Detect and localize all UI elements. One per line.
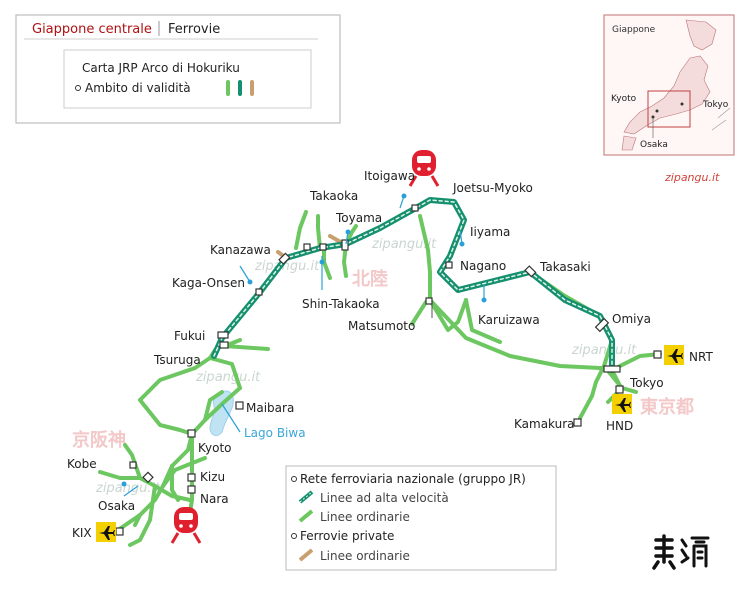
station-label-takasaki[interactable]: Takasaki bbox=[539, 260, 591, 274]
station-label-fukui[interactable]: Fukui bbox=[174, 329, 205, 343]
inset-label-osaka: Osaka bbox=[640, 140, 668, 150]
airport-icon bbox=[664, 345, 684, 365]
header-region-title: Giappone centrale bbox=[32, 22, 152, 37]
station-marker-kix[interactable] bbox=[115, 527, 124, 536]
watermark-site: zipangu.it bbox=[371, 237, 437, 252]
header-category: Ferrovie bbox=[168, 22, 220, 37]
station-label-kanazawa[interactable]: Kanazawa bbox=[210, 243, 271, 257]
station-label-lago-biwa: Lago Biwa bbox=[244, 426, 306, 440]
station-label-nrt[interactable]: NRT bbox=[689, 350, 713, 364]
station-marker-maibara[interactable] bbox=[235, 401, 244, 410]
region-tokyo: 東京都 bbox=[640, 396, 694, 418]
station-marker-kanazawa[interactable] bbox=[278, 252, 291, 265]
station-label-kyoto[interactable]: Kyoto bbox=[198, 441, 232, 455]
station-label-takaoka[interactable]: Takaoka bbox=[309, 189, 358, 203]
airport-icon bbox=[96, 522, 116, 542]
station-marker-kobe[interactable] bbox=[129, 461, 137, 469]
legend-private: Ferrovie private bbox=[300, 529, 394, 543]
station-marker-takasaki[interactable] bbox=[524, 265, 537, 278]
station-label-matsumoto[interactable]: Matsumoto bbox=[348, 319, 415, 333]
station-marker-osaka[interactable] bbox=[142, 471, 154, 484]
shinkansen-lines bbox=[211, 197, 615, 373]
pass-title: Carta JRP Arco di Hokuriku bbox=[82, 61, 240, 75]
station-marker-toyama[interactable] bbox=[341, 239, 349, 251]
station-marker-fukui[interactable] bbox=[217, 331, 229, 339]
station-labels: Itoigawa Joetsu-Myoko Takaoka Toyama Iiy… bbox=[67, 169, 713, 540]
station-markers bbox=[115, 204, 662, 536]
station-marker-omiya[interactable] bbox=[594, 317, 610, 333]
train-icon bbox=[408, 150, 440, 187]
ordinary-lines bbox=[98, 210, 662, 547]
region-keihanshin: 京阪神 bbox=[72, 429, 126, 451]
station-marker-hnd[interactable] bbox=[615, 385, 624, 394]
station-marker-kaga-onsen[interactable] bbox=[255, 288, 263, 296]
legend-ordinary: Linee ordinarie bbox=[320, 510, 410, 524]
station-label-maibara[interactable]: Maibara bbox=[246, 401, 294, 415]
station-marker-itoigawa[interactable] bbox=[411, 204, 419, 212]
station-label-nagano[interactable]: Nagano bbox=[460, 259, 506, 273]
inset-label-tokyo: Tokyo bbox=[702, 100, 729, 110]
station-label-joetsu-myoko[interactable]: Joetsu-Myoko bbox=[452, 181, 533, 195]
watermark-site: zipangu.it bbox=[195, 370, 261, 385]
station-label-hnd[interactable]: HND bbox=[606, 419, 633, 433]
legend-private-ordinary: Linee ordinarie bbox=[320, 549, 410, 563]
airport-icon bbox=[612, 394, 632, 414]
seal-icon bbox=[652, 534, 710, 570]
map-legend: Rete ferroviaria nazionale (gruppo JR) L… bbox=[285, 465, 557, 571]
station-label-toyama[interactable]: Toyama bbox=[335, 211, 382, 225]
station-label-omiya[interactable]: Omiya bbox=[612, 312, 651, 326]
station-label-osaka[interactable]: Osaka bbox=[98, 499, 135, 513]
station-marker-kyoto[interactable] bbox=[187, 429, 196, 438]
validity-label: Ambito di validità bbox=[85, 81, 191, 95]
japan-inset-map: Giappone Kyoto Tokyo Osaka bbox=[603, 14, 735, 156]
inset-label-kyoto: Kyoto bbox=[611, 94, 637, 104]
station-marker-kamakura[interactable] bbox=[573, 418, 582, 427]
station-label-shin-takaoka[interactable]: Shin-Takaoka bbox=[302, 297, 380, 311]
region-hokuriku: 北陸 bbox=[352, 268, 388, 290]
station-label-kizu[interactable]: Kizu bbox=[200, 470, 225, 484]
legend-jr: Rete ferroviaria nazionale (gruppo JR) bbox=[300, 472, 526, 486]
station-marker-nagano[interactable] bbox=[445, 261, 453, 269]
station-label-kaga-onsen[interactable]: Kaga-Onsen bbox=[172, 276, 245, 290]
station-marker-nara[interactable] bbox=[187, 485, 196, 494]
station-marker-tsuruga[interactable] bbox=[219, 341, 229, 349]
watermark-site: zipangu.it bbox=[254, 259, 320, 274]
station-label-kix[interactable]: KIX bbox=[72, 526, 92, 540]
station-label-tsuruga[interactable]: Tsuruga bbox=[153, 353, 201, 367]
legend-hsr: Linee ad alta velocità bbox=[320, 491, 449, 505]
station-pins bbox=[121, 193, 487, 497]
station-marker-takaoka[interactable] bbox=[303, 243, 311, 251]
train-icon bbox=[170, 507, 202, 544]
station-label-kamakura[interactable]: Kamakura bbox=[514, 417, 575, 431]
station-label-nara[interactable]: Nara bbox=[200, 492, 229, 506]
watermarks: zipangu.it zipangu.it zipangu.it zipangu… bbox=[72, 171, 720, 496]
watermark-site: zipangu.it bbox=[571, 343, 637, 358]
station-marker-toyama-ordinary[interactable] bbox=[319, 243, 327, 251]
lake-biwa bbox=[209, 390, 234, 436]
watermark-site: zipangu.it bbox=[95, 481, 161, 496]
station-label-iiyama[interactable]: Iiyama bbox=[470, 225, 510, 239]
station-marker-matsumoto[interactable] bbox=[425, 297, 433, 305]
station-label-itoigawa[interactable]: Itoigawa bbox=[364, 169, 415, 183]
station-marker-nrt[interactable] bbox=[653, 350, 662, 359]
station-marker-kizu[interactable] bbox=[187, 473, 196, 482]
header-panel: Giappone centrale Ferrovie Carta JRP Arc… bbox=[15, 14, 341, 124]
station-label-kobe[interactable]: Kobe bbox=[67, 457, 97, 471]
station-label-tokyo[interactable]: Tokyo bbox=[629, 376, 664, 390]
inset-title: Giappone bbox=[612, 25, 656, 35]
station-marker-tokyo[interactable] bbox=[603, 365, 621, 373]
station-label-karuizawa[interactable]: Karuizawa bbox=[478, 313, 540, 327]
watermark-site: zipangu.it bbox=[664, 171, 720, 184]
